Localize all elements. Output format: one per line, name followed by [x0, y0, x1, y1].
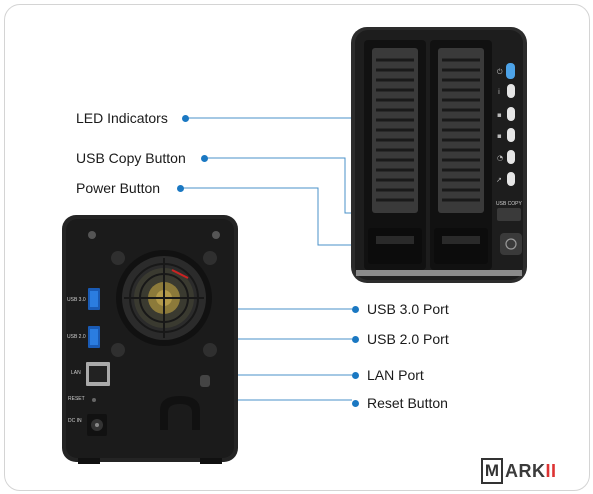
callout-usb20-port: USB 2.0 Port [367, 331, 449, 347]
rear-label-dcin: DC IN [68, 418, 82, 424]
rear-label-usb30: USB 3.0 [67, 297, 86, 303]
callout-dot-lan [352, 372, 359, 379]
logo-ark: ARK [505, 460, 546, 481]
front-device: ⏻ i ▪ ▪ ◔ ↗ [351, 27, 527, 283]
markii-logo: M ARKII [481, 458, 557, 484]
svg-text:▪: ▪ [497, 132, 502, 140]
svg-text:◔: ◔ [497, 154, 503, 162]
callout-dot-usb-copy [201, 155, 208, 162]
rear-device [62, 215, 238, 464]
callout-usb30-port: USB 3.0 Port [367, 301, 449, 317]
power-led [506, 63, 515, 79]
usb-copy-button [497, 208, 521, 221]
callout-dot-led [182, 115, 189, 122]
logo-m-box: M [481, 458, 503, 484]
callout-power-button: Power Button [76, 180, 161, 196]
logo-ii: II [545, 460, 557, 481]
callout-led-indicators: LED Indicators [76, 110, 168, 126]
callout-dot-reset [352, 400, 359, 407]
power-button [500, 233, 522, 255]
callout-reset-button: Reset Button [367, 395, 448, 411]
svg-text:i: i [498, 88, 500, 96]
svg-text:⏻: ⏻ [497, 68, 503, 76]
svg-text:▪: ▪ [497, 111, 502, 119]
rear-label-usb20: USB 2.0 [67, 334, 86, 340]
svg-text:↗: ↗ [496, 176, 502, 184]
callout-dot-usb30 [352, 306, 359, 313]
callout-lan-port: LAN Port [367, 367, 424, 383]
front-label-usb-copy: USB COPY [496, 201, 522, 207]
rear-label-reset: RESET [68, 396, 85, 402]
callout-usb-copy-button: USB Copy Button [76, 150, 186, 166]
callout-dot-power [177, 185, 184, 192]
rear-label-lan: LAN [71, 370, 81, 376]
reset-hole [92, 398, 96, 402]
callout-dot-usb20 [352, 336, 359, 343]
